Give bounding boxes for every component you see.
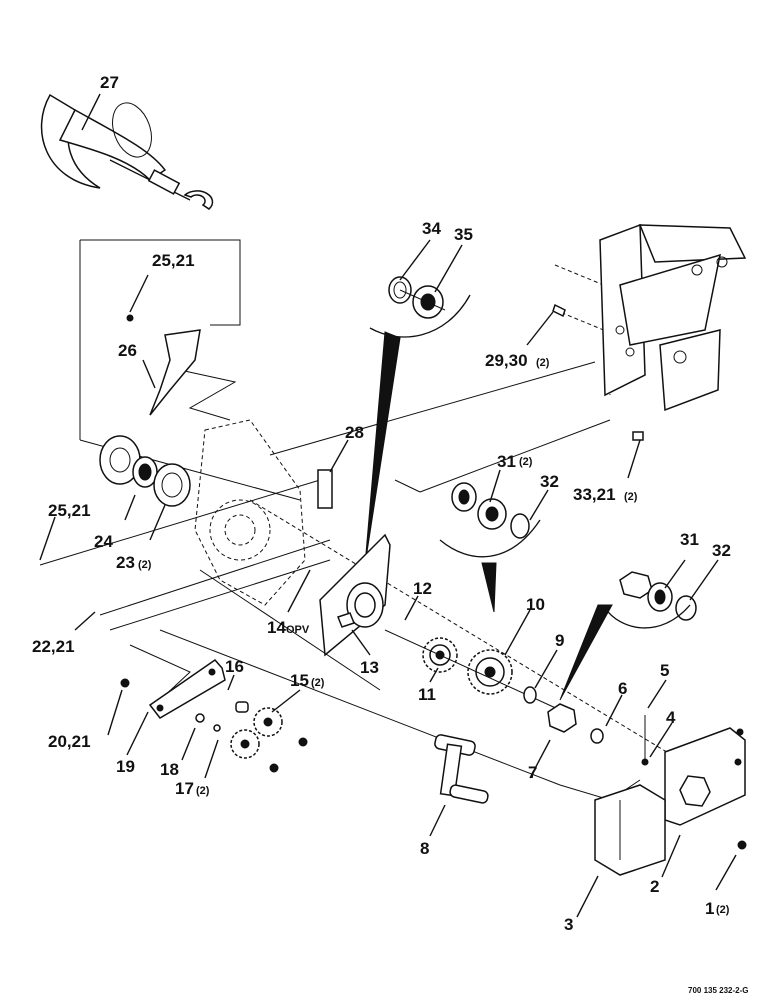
- label-16: 16: [225, 657, 244, 676]
- label-34: 34: [422, 219, 441, 238]
- plate-28: [317, 469, 333, 509]
- label-9: 9: [555, 631, 564, 650]
- nut-7: [547, 703, 577, 733]
- label-28: 28: [345, 423, 364, 442]
- label-17: 17: [175, 779, 194, 798]
- sprocket-10: [467, 649, 513, 695]
- label-15: 15: [290, 671, 309, 690]
- label-11: 11: [418, 685, 436, 704]
- shield-3: [594, 784, 666, 876]
- label-10: 10: [526, 595, 545, 614]
- label-35: 35: [454, 225, 473, 244]
- label-32-lower: 32: [712, 541, 731, 560]
- bracket-2: [664, 727, 746, 826]
- label-23: 23: [116, 553, 135, 572]
- washer-6: [590, 728, 604, 744]
- bearing-plate-13: [319, 533, 391, 657]
- label-19: 19: [116, 757, 135, 776]
- label-6: 6: [618, 679, 627, 698]
- callout-labels: 27 34 35 25,21 26 29,30 (2) 28 33,21 (2)…: [32, 73, 731, 934]
- assembly-lines: [39, 239, 681, 801]
- label-25-21-lower: 25,21: [48, 501, 91, 520]
- label-18: 18: [160, 760, 179, 779]
- label-4: 4: [666, 708, 676, 727]
- drive-housing: [194, 419, 306, 606]
- bolt-1: [737, 840, 747, 850]
- qty-1: (2): [716, 904, 730, 916]
- bearing-group-34-35: [364, 276, 471, 566]
- label-3: 3: [564, 915, 573, 934]
- arm-8: [434, 734, 489, 804]
- label-27: 27: [100, 73, 119, 92]
- label-13: 13: [360, 658, 379, 677]
- label-5: 5: [660, 661, 669, 680]
- label-31-lower: 31: [680, 530, 699, 549]
- qty-17: (2): [196, 785, 210, 797]
- main-frame: [552, 223, 747, 441]
- label-7: 7: [528, 763, 537, 782]
- document-id: 700 135 232-2-G: [688, 986, 749, 995]
- label-1: 1: [705, 899, 714, 918]
- label-22-21: 22,21: [32, 637, 75, 656]
- label-14: 14: [267, 618, 286, 637]
- label-33-21: 33,21: [573, 485, 616, 504]
- idler-bracket-19: [120, 659, 226, 719]
- stripper-26: [126, 314, 201, 416]
- ring-9: [523, 686, 537, 704]
- label-29-30: 29,30: [485, 351, 528, 370]
- label-2: 2: [650, 877, 659, 896]
- label-31-upper: 31: [497, 452, 516, 471]
- bearing-flanges-23-24: [99, 435, 191, 507]
- label-20-21: 20,21: [48, 732, 91, 751]
- qty-31-upper: (2): [519, 456, 533, 468]
- label-24: 24: [94, 532, 113, 551]
- qty-29-30: (2): [536, 357, 550, 369]
- label-26: 26: [118, 341, 137, 360]
- qty-23: (2): [138, 559, 152, 571]
- qty-15: (2): [311, 677, 325, 689]
- auger-flighting: [40, 93, 214, 210]
- label-25-21-upper: 25,21: [152, 251, 195, 270]
- label-8: 8: [420, 839, 429, 858]
- leader-lines: [39, 93, 737, 918]
- bearing-group-31-32-upper: [439, 482, 541, 613]
- sprockets-15: [195, 701, 308, 773]
- bearing-group-31-32-lower: [559, 571, 697, 701]
- qty-14-opv: OPV: [286, 624, 310, 636]
- qty-33-21: (2): [624, 491, 638, 503]
- label-12: 12: [413, 579, 432, 598]
- label-32-upper: 32: [540, 472, 559, 491]
